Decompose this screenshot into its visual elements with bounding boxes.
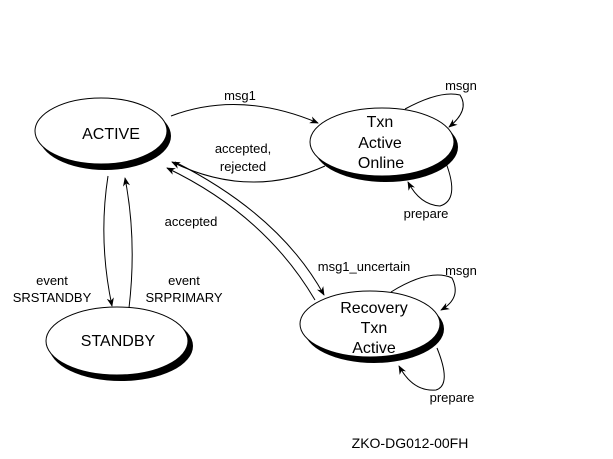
state-txn-active-online: Txn Active Online — [309, 107, 458, 182]
state-label-line-2: Txn — [361, 320, 388, 337]
transition-label-line-2: SRPRIMARY — [145, 290, 222, 305]
transition-arrow — [174, 161, 325, 296]
transition-label-line-1: event — [36, 273, 68, 288]
transition-label: msg1_uncertain — [318, 259, 411, 274]
transition-arrow — [166, 167, 316, 301]
transition-label-line-2: rejected — [220, 159, 266, 174]
transition-txn-to-active: accepted, rejected — [171, 141, 326, 183]
transition-arrow — [123, 177, 133, 309]
state-active: ACTIVE — [34, 97, 171, 170]
transition-arrow — [390, 274, 456, 311]
transition-arrow — [103, 175, 114, 307]
transition-arrow — [407, 162, 453, 207]
transition-label: accepted — [165, 214, 218, 229]
state-label-line-3: Online — [358, 155, 404, 172]
state-label-line-3: Active — [352, 340, 396, 357]
transition-recovery-to-active: accepted — [165, 167, 316, 301]
state-standby: STANDBY — [45, 306, 193, 381]
transition-label-line-1: event — [168, 273, 200, 288]
transition-active-to-standby: event SRSTANDBY — [13, 175, 114, 307]
transition-recovery-self-prepare: prepare — [398, 347, 475, 405]
state-label-line-2: Active — [358, 135, 402, 152]
state-ellipse — [309, 107, 455, 177]
transition-label: msg1 — [224, 88, 256, 103]
transition-txn-self-prepare: prepare — [404, 162, 453, 221]
transition-label: prepare — [430, 390, 475, 405]
transition-active-to-recovery: msg1_uncertain — [174, 161, 411, 296]
state-ellipse — [45, 306, 189, 376]
transition-arrow — [398, 347, 445, 391]
transition-arrow — [404, 93, 464, 128]
transition-txn-self-msgn: msgn — [404, 78, 477, 128]
state-ellipse — [34, 97, 168, 165]
transition-label-line-2: SRSTANDBY — [13, 290, 92, 305]
transition-arrow — [170, 104, 319, 124]
state-label: STANDBY — [81, 333, 156, 350]
state-label: ACTIVE — [82, 126, 140, 143]
state-label-line-1: Recovery — [340, 300, 408, 317]
figure-id: ZKO-DG012-00FH — [352, 435, 469, 451]
transition-standby-to-active: event SRPRIMARY — [123, 177, 223, 309]
transition-label: prepare — [404, 206, 449, 221]
transition-label: msgn — [445, 78, 477, 93]
transition-label-line-1: accepted, — [215, 141, 271, 156]
state-ellipse — [299, 290, 441, 358]
transition-label: msgn — [445, 263, 477, 278]
state-recovery-txn-active: Recovery Txn Active — [299, 290, 444, 363]
transition-active-to-txn: msg1 — [170, 88, 319, 124]
transition-recovery-self-msgn: msgn — [390, 263, 477, 311]
state-label-line-1: Txn — [367, 114, 394, 131]
